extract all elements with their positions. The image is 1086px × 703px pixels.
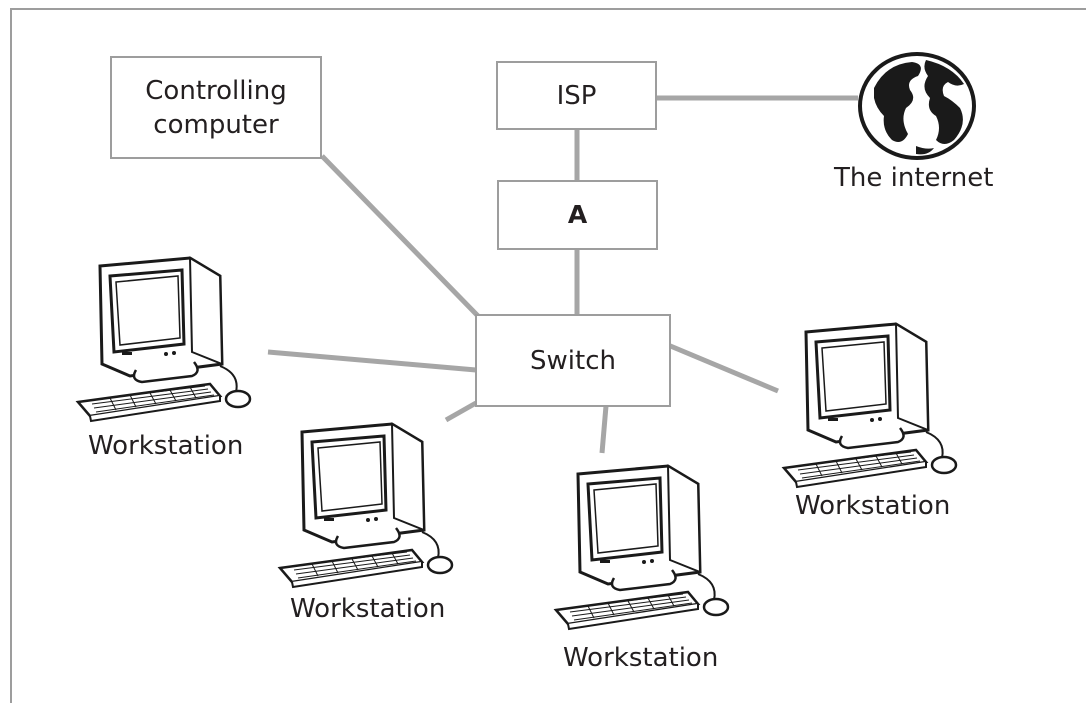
- frame-left-border: [10, 8, 12, 703]
- workstation-label: Workstation: [563, 643, 719, 673]
- computer-icon: [278, 422, 454, 589]
- link-switch-ws4: [667, 342, 779, 394]
- link-controlling-switch: [320, 154, 480, 318]
- controlling-computer-label: Controlling computer: [145, 75, 287, 140]
- isp-label: ISP: [556, 80, 597, 111]
- workstation-label: Workstation: [88, 431, 244, 461]
- globe-icon: [858, 52, 976, 160]
- workstation-label: Workstation: [795, 491, 951, 521]
- link-switch-ws2: [444, 400, 478, 423]
- computer-icon: [782, 322, 958, 489]
- device-a-box: A: [497, 180, 658, 250]
- controlling-computer-box: Controlling computer: [110, 56, 322, 159]
- link-switch-ws3: [599, 405, 609, 454]
- switch-box: Switch: [475, 314, 671, 407]
- isp-box: ISP: [496, 61, 657, 130]
- device-a-label: A: [567, 200, 588, 229]
- internet-label: The internet: [834, 163, 994, 193]
- link-switch-ws1: [267, 349, 477, 373]
- computer-icon: [554, 464, 730, 631]
- switch-label: Switch: [530, 345, 616, 376]
- computer-icon: [76, 256, 252, 423]
- frame-top-border: [10, 8, 1086, 10]
- workstation-label: Workstation: [290, 594, 446, 624]
